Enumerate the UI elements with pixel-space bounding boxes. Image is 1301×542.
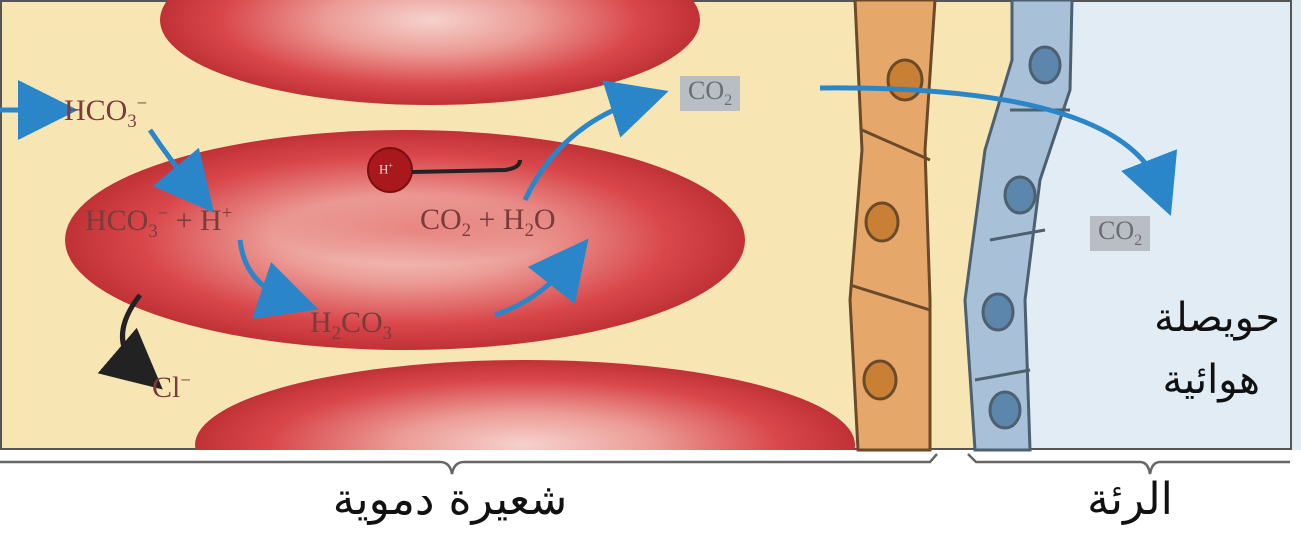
capillary-wall <box>850 0 935 450</box>
reaction-left-label: HCO3− + H+ <box>85 205 232 242</box>
reaction-right-label: CO2 + H2O <box>420 205 556 241</box>
lung-label: الرئة <box>1040 478 1220 522</box>
enzyme-label: H+ <box>379 162 393 175</box>
capillary-label: شعيرة دموية <box>270 478 630 522</box>
co2-right-box: CO2 <box>1090 216 1150 251</box>
chloride-label: Cl− <box>152 372 191 403</box>
alveolus-label-line1: حويصلة <box>1060 298 1280 338</box>
carbonic-acid-label: H2CO3 <box>310 308 392 344</box>
co2-top-box: CO2 <box>680 76 740 111</box>
bicarbonate-in-label: HCO3− <box>64 95 147 132</box>
alveolus-label-line2: هوائية <box>1060 360 1260 400</box>
